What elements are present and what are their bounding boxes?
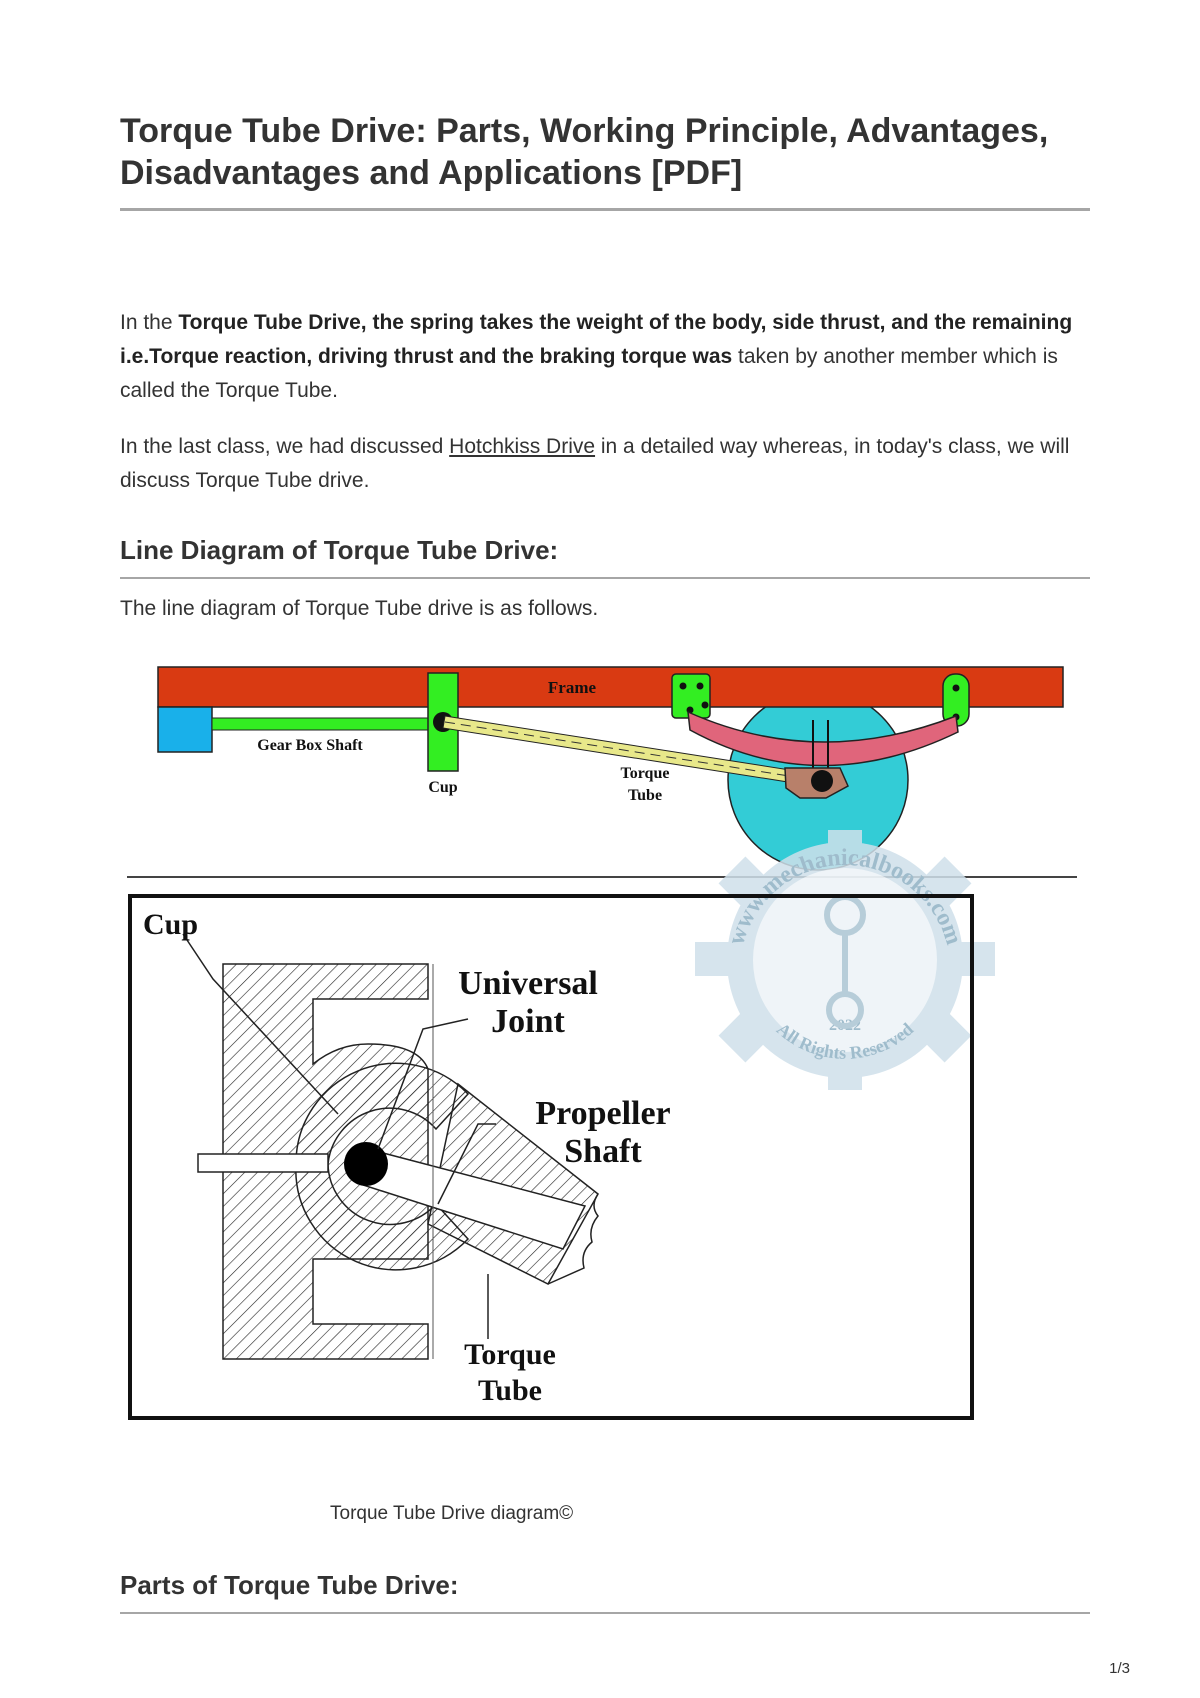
section-heading-line-diagram: Line Diagram of Torque Tube Drive: (120, 535, 559, 565)
intro-text-end: taken by another member which is called … (120, 345, 1058, 402)
context-text-start: In the last class, we had discussed (120, 435, 450, 458)
universal-joint-label-line1: Universal (458, 965, 598, 1002)
universal-joint-label-line2: Joint (491, 1003, 565, 1040)
axle-hub (811, 770, 833, 792)
title-divider (120, 208, 1090, 211)
page-title: Torque Tube Drive: Parts, Working Princi… (120, 112, 1049, 192)
propeller-shaft-label-line2: Shaft (564, 1133, 642, 1170)
torque-tube-label-line1: Torque (621, 765, 670, 782)
page-number: 1/3 (1109, 1660, 1130, 1677)
section1-divider (120, 577, 1090, 579)
propeller-shaft-label-line1: Propeller (535, 1095, 670, 1132)
diagram-caption: Torque Tube Drive diagram© (330, 1503, 574, 1524)
input-shaft (197, 1153, 329, 1173)
torque-tube-label-detail-line1: Torque (464, 1338, 556, 1371)
gear-box-shaft-label: Gear Box Shaft (257, 737, 363, 754)
torque-tube-label-line2: Tube (628, 787, 662, 804)
cup-label: Cup (428, 779, 457, 796)
gear-box (157, 706, 213, 753)
hotchkiss-drive-link[interactable]: Hotchkiss Drive (449, 435, 596, 458)
torque-tube-label-detail-line2: Tube (478, 1374, 542, 1407)
universal-joint-ball (344, 1142, 388, 1186)
context-text-end: in a detailed way whereas, in today's cl… (120, 435, 1070, 492)
section1-text: The line diagram of Torque Tube drive is… (120, 597, 599, 620)
cup-label-detail: Cup (143, 908, 198, 941)
section2-divider (120, 1612, 1090, 1614)
intro-paragraph: In the Torque Tube Drive, the spring tak… (120, 306, 1080, 408)
leaf-spring (687, 710, 959, 767)
universal-joint-detail-diagram: Cup Universal Joint Propeller Shaft Torq… (128, 894, 974, 1420)
intro-text-bold: Torque Tube Drive, the spring takes the … (120, 311, 1073, 368)
frame-bar (157, 666, 1064, 708)
section-heading-parts: Parts of Torque Tube Drive: (120, 1570, 459, 1600)
diagram-separator (127, 876, 1077, 878)
gear-box-shaft (211, 717, 431, 731)
watermark-logo: www.mechanicalbooks.com All Rights Reser… (695, 830, 995, 1090)
frame-label: Frame (548, 678, 597, 697)
intro-text-start: In the (120, 311, 179, 334)
torque-tube-line-diagram: Frame Gear Box Shaft Cup Torque Tube (157, 666, 1064, 871)
context-paragraph: In the last class, we had discussed Hotc… (120, 430, 1080, 498)
